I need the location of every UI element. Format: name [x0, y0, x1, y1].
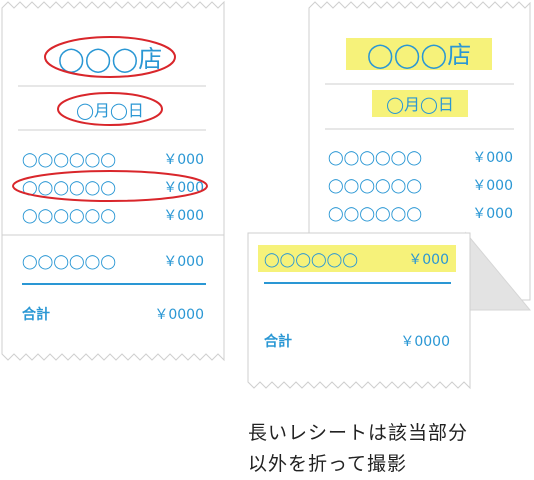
total-value: ￥0000: [154, 307, 204, 323]
item-price: ￥000: [472, 206, 513, 222]
store-name: ◯◯◯店: [58, 45, 163, 73]
item-name: ◯◯◯◯◯◯: [328, 206, 422, 222]
highlight-item: [258, 245, 456, 272]
receipt-right: ◯◯◯店 ◯月◯日 ◯◯◯◯◯◯ ￥000 ◯◯◯◯◯◯ ￥000 ◯◯◯◯◯◯…: [308, 1, 531, 301]
receipt-right-paper: [308, 1, 531, 301]
receipt-folded: ◯◯◯◯◯◯ ￥000 合計 ￥0000: [247, 232, 471, 390]
item-price: ￥000: [472, 150, 513, 166]
red-circle-date: [57, 92, 163, 126]
item-price: ￥000: [472, 178, 513, 194]
total-label: 合計: [22, 306, 50, 323]
highlight-date: [372, 90, 468, 117]
receipt-left: ◯◯◯店 ◯月◯日 ◯◯◯◯◯◯ ￥000 ◯◯◯◯◯◯ ￥000 ◯◯◯◯◯◯…: [1, 0, 225, 362]
item-price: ￥000: [163, 152, 204, 168]
caption: 長いレシートは該当部分 以外を折って撮影: [248, 418, 532, 480]
item-price: ￥000: [408, 252, 449, 268]
store-name: ◯◯◯店: [367, 41, 472, 69]
red-circle-item: [12, 170, 208, 202]
caption-line-1: 長いレシートは該当部分: [248, 422, 469, 444]
item-name: ◯◯◯◯◯◯: [328, 150, 422, 166]
item-name: ◯◯◯◯◯◯: [22, 152, 116, 168]
red-circle-store: [44, 36, 176, 78]
date-label: ◯月◯日: [386, 95, 454, 114]
total-label: 合計: [264, 333, 292, 350]
receipt-left-paper: [1, 0, 225, 362]
item-price: ￥000: [163, 208, 204, 224]
highlight-store: [346, 38, 492, 70]
item-name: ◯◯◯◯◯◯: [22, 254, 116, 270]
date-label: ◯月◯日: [76, 101, 144, 120]
item-name: ◯◯◯◯◯◯: [328, 178, 422, 194]
item-price: ￥000: [163, 180, 204, 196]
total-value: ￥0000: [400, 334, 450, 350]
item-name: ◯◯◯◯◯◯: [22, 180, 116, 196]
item-name: ◯◯◯◯◯◯: [264, 252, 358, 268]
item-price: ￥000: [163, 254, 204, 270]
caption-line-2: 以外を折って撮影: [248, 453, 408, 475]
item-name: ◯◯◯◯◯◯: [22, 208, 116, 224]
